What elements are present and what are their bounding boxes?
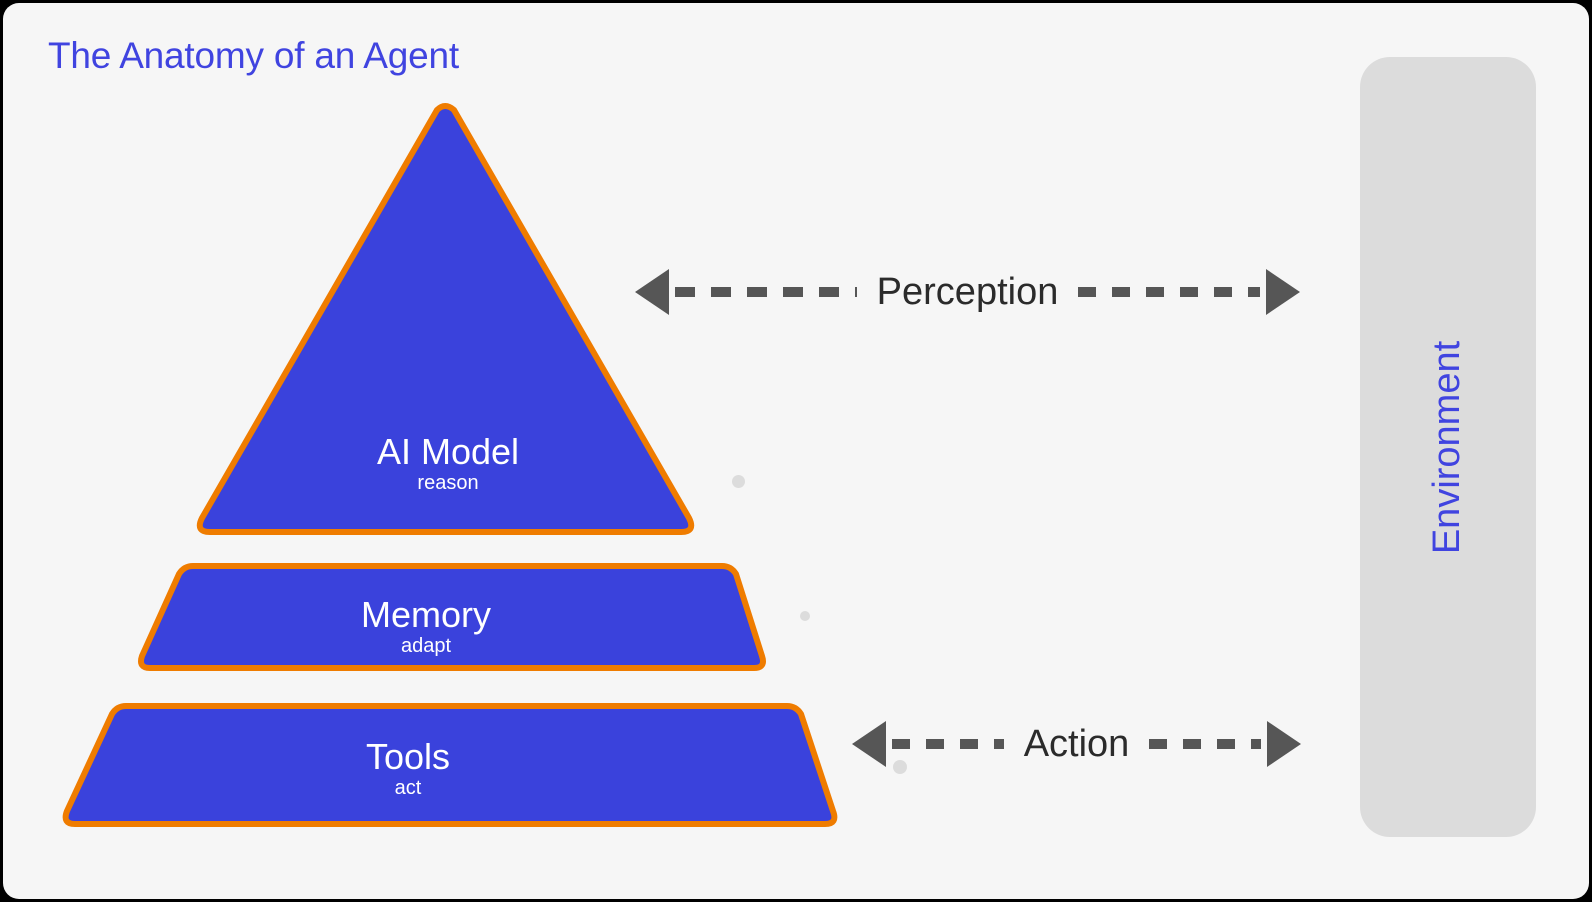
agent-pyramid: AI Model reason Memory adapt Tools act [33,88,863,848]
arrow-left-icon [635,269,669,315]
arrow-right-icon [1267,721,1301,767]
flow-label-perception: Perception [876,270,1059,313]
page-title: The Anatomy of an Agent [48,35,459,76]
flow-perception: Perception [635,262,1301,322]
dashed-connector-right [1078,287,1261,297]
flow-action: Action [852,714,1301,774]
arrow-right-icon [1266,269,1301,315]
diagram-board: The Anatomy of an Agent AI Model reason … [3,3,1589,899]
pyramid-shapes [62,103,838,827]
dashed-connector-left [892,739,1004,749]
dashed-connector-left [675,287,857,297]
arrow-left-icon [852,721,886,767]
dot-icon [800,611,810,621]
dot-icon [893,760,907,774]
pyramid-layer-memory-shape[interactable] [138,563,766,671]
flow-label-action: Action [1023,722,1130,765]
dot-icon [732,475,745,488]
environment-panel[interactable]: Environment [1360,57,1536,837]
dashed-connector-right [1149,739,1261,749]
environment-label: Environment [1426,340,1469,554]
pyramid-layer-tools-shape[interactable] [62,703,838,827]
pyramid-layer-ai-model-shape[interactable] [196,103,695,535]
